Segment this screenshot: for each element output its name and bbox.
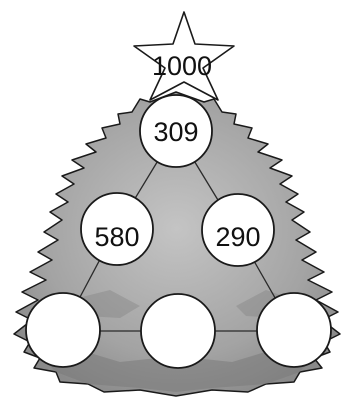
circle-bottom-left[interactable] [25, 292, 101, 368]
circle-middle-left-value: 580 [94, 222, 139, 252]
star-value: 1000 [152, 51, 212, 81]
star-icon [133, 11, 235, 101]
circle-bottom-center[interactable] [140, 293, 216, 369]
circle-middle-right: 290 [201, 193, 275, 267]
circle-bottom-right[interactable] [256, 292, 332, 368]
circle-top-value: 309 [153, 117, 198, 147]
circle-middle-right-value: 290 [215, 222, 260, 252]
circle-middle-left: 580 [80, 192, 154, 266]
circle-top: 309 [139, 94, 213, 168]
tree-shading [40, 350, 312, 392]
tree-shading [70, 290, 300, 318]
